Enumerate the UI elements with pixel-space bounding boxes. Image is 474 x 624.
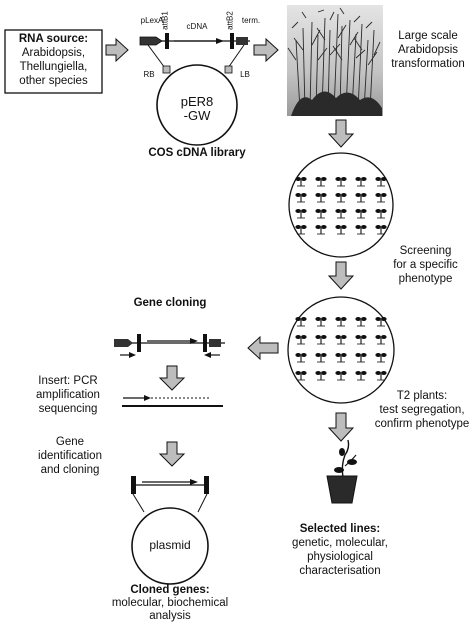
vector-name-line-1: pER8 [180, 94, 214, 109]
t2-line-1: T2 plants: [396, 390, 448, 402]
screening-line-3: phenotype [398, 273, 453, 285]
lb-marker [224, 65, 233, 74]
arrow-plants-to-screening [327, 119, 355, 148]
cdna-label: cDNA [186, 22, 208, 31]
library-caption: COS cDNA library [148, 147, 246, 159]
arrow-plate1-to-plate2 [327, 261, 355, 290]
rna-source-line-1: Arabidopsis, [21, 47, 86, 59]
plexa-label: pLexA [140, 16, 164, 25]
insert-line-1: Insert: PCR [38, 375, 98, 387]
rna-source-line-3: other species [19, 75, 88, 87]
selected-lines-line-3: characterisation [299, 565, 381, 577]
arrow-rna-to-vector [105, 37, 129, 63]
petri-plate-screening [288, 152, 394, 258]
gene-id-line-2: identification [38, 450, 102, 462]
final-plasmid [131, 476, 209, 585]
petri-plate-selection [287, 296, 395, 404]
plasmid-label: plasmid [149, 538, 191, 552]
potted-plant [326, 439, 358, 504]
arrow-plate2-to-cloning [247, 335, 279, 361]
transformation-line-1: Large scale [398, 30, 458, 42]
vector-plasmid-circle [156, 64, 238, 146]
rna-source-line-2: Thellungiella, [19, 61, 88, 73]
screening-line-1: Screening [399, 245, 452, 257]
cloned-genes-line-1: molecular, biochemical [111, 597, 229, 609]
insert-line-2: amplification [36, 389, 100, 401]
arrow-pcr-to-plasmid [158, 441, 186, 467]
gene-cloning-title: Gene cloning [133, 297, 207, 309]
rb-marker [162, 65, 171, 74]
selected-lines-line-2: physiological [307, 551, 373, 563]
screening-line-2: for a specific [393, 259, 458, 271]
transformation-line-2: Arabidopsis [397, 44, 459, 56]
attb2-label: attB2 [225, 11, 235, 30]
gene-id-line-1: Gene [55, 436, 85, 448]
pcr-product [122, 395, 223, 407]
cloned-genes-title: Cloned genes: [130, 584, 210, 596]
lb-label: LB [240, 70, 250, 79]
vector-name-line-2: -GW [183, 108, 211, 123]
rna-source-box [4, 29, 103, 94]
cloning-construct [114, 334, 225, 358]
transformation-line-3: transformation [391, 58, 465, 70]
selected-lines-line-1: genetic, molecular, [292, 537, 388, 549]
gene-id-line-3: and cloning [40, 464, 100, 476]
cloned-genes-line-2: analysis [149, 610, 191, 622]
selected-lines-title: Selected lines: [299, 523, 381, 535]
arrow-construct-to-pcr [158, 365, 186, 391]
t2-line-2: test segregation, [379, 404, 465, 416]
arrow-plate2-to-selected [327, 412, 355, 442]
arabidopsis-photo [287, 5, 383, 116]
attb1-label: attB1 [160, 11, 170, 30]
t2-line-3: confirm phenotype [374, 418, 470, 430]
term-label: term. [241, 16, 261, 25]
arrow-library-to-plants [253, 37, 279, 63]
rna-source-title: RNA source: [18, 33, 89, 45]
insert-line-3: sequencing [38, 403, 98, 415]
vector-construct [139, 33, 250, 69]
rb-label: RB [143, 70, 155, 79]
